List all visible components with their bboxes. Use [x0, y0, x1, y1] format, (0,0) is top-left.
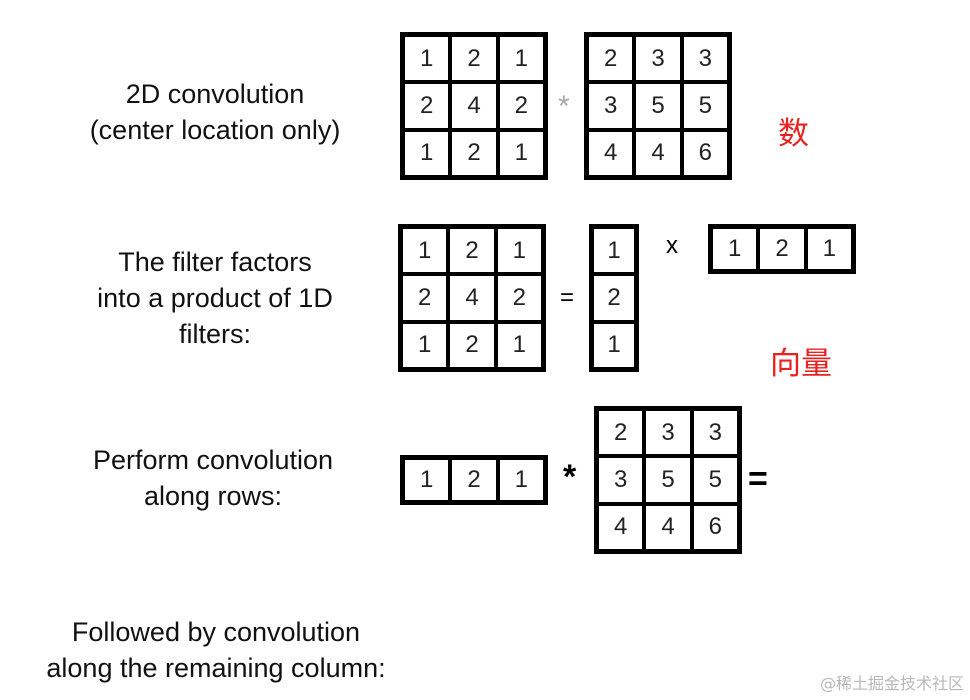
vector-cell: 1	[592, 227, 636, 275]
equals-operator: =	[560, 284, 575, 311]
row4-line1: Followed by convolution	[71, 617, 361, 647]
matrix-cell: 5	[681, 82, 729, 130]
matrix-cell: 4	[448, 274, 496, 322]
row2-line3: filters:	[178, 319, 251, 349]
row1-line1: 2D convolution	[125, 79, 305, 109]
matrix-cell: 6	[691, 503, 739, 551]
vector-cell: 1	[497, 458, 545, 502]
matrix-cell: 2	[587, 35, 635, 83]
matrix-cell: 1	[401, 227, 449, 275]
times-operator: x	[666, 232, 678, 259]
matrix-cell: 3	[587, 82, 635, 130]
matrix-cell: 1	[497, 129, 545, 177]
row3-line2: along rows:	[143, 481, 283, 511]
convolve-operator-light: *	[558, 90, 570, 123]
matrix-cell: 3	[644, 409, 692, 457]
matrix-cell: 3	[597, 456, 645, 504]
matrix-cell: 4	[597, 503, 645, 551]
scalar-annotation: 数	[778, 116, 809, 152]
matrix-cell: 2	[450, 35, 498, 83]
matrix-cell: 3	[691, 409, 739, 457]
matrix-cell: 1	[403, 35, 451, 83]
matrix-cell: 4	[644, 503, 692, 551]
matrix-cell: 2	[497, 82, 545, 130]
matrix-cell: 4	[634, 129, 682, 177]
matrix-cell: 1	[495, 321, 543, 369]
vector-annotation: 向量	[770, 346, 832, 382]
matrix-cell: 2	[495, 274, 543, 322]
matrix-cell: 6	[681, 129, 729, 177]
vector-cell: 2	[450, 458, 498, 502]
row3-label: Perform convolution along rows:	[40, 442, 386, 514]
vector-cell: 1	[711, 227, 759, 271]
row2-label: The filter factors into a product of 1D …	[40, 244, 390, 352]
matrix-cell: 2	[403, 82, 451, 130]
matrix-cell: 2	[597, 409, 645, 457]
matrix-cell: 2	[450, 129, 498, 177]
vector-cell: 2	[758, 227, 806, 271]
convolve-operator-bold: *	[563, 458, 577, 496]
vector-cell: 1	[805, 227, 853, 271]
matrix-cell: 2	[448, 321, 496, 369]
row4-label: Followed by convolution along the remain…	[10, 614, 422, 686]
matrix-cell: 5	[634, 82, 682, 130]
matrix-cell: 1	[497, 35, 545, 83]
equals-operator-bold: =	[748, 460, 768, 498]
matrix-cell: 1	[401, 321, 449, 369]
row2-line1: The filter factors	[118, 247, 312, 277]
matrix-cell: 5	[691, 456, 739, 504]
vector-cell: 2	[592, 274, 636, 322]
vector-cell: 1	[592, 321, 636, 369]
matrix-cell: 4	[450, 82, 498, 130]
row1-label: 2D convolution (center location only)	[40, 76, 390, 148]
row2-line2: into a product of 1D	[97, 283, 333, 313]
row3-line1: Perform convolution	[92, 445, 334, 475]
matrix-cell: 1	[403, 129, 451, 177]
matrix-cell: 4	[587, 129, 635, 177]
matrix-cell: 2	[401, 274, 449, 322]
row1-line2: (center location only)	[89, 115, 341, 145]
matrix-cell: 2	[448, 227, 496, 275]
matrix-cell: 3	[634, 35, 682, 83]
matrix-cell: 1	[495, 227, 543, 275]
matrix-cell: 5	[644, 456, 692, 504]
row4-line2: along the remaining column:	[46, 653, 386, 683]
vector-cell: 1	[403, 458, 451, 502]
watermark: @稀土掘金技术社区	[819, 674, 964, 693]
matrix-cell: 3	[681, 35, 729, 83]
